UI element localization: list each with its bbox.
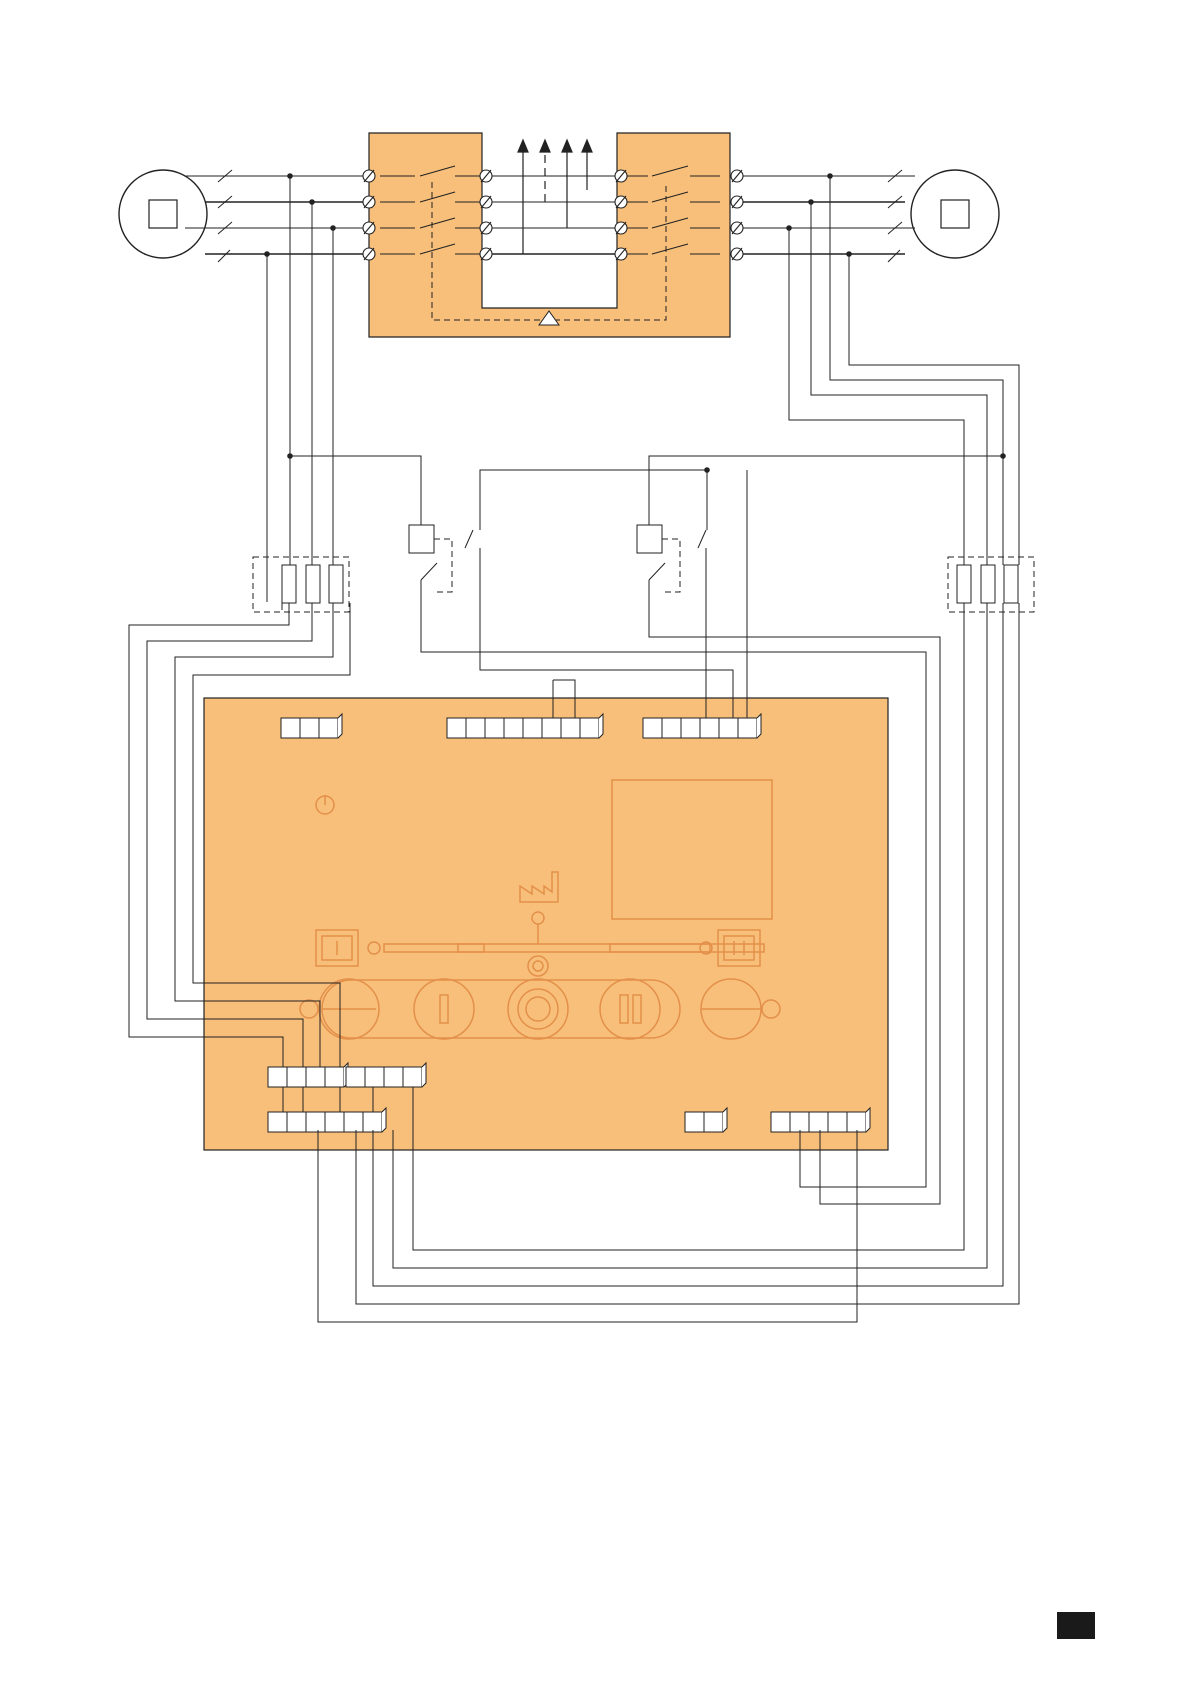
right-fuse-block xyxy=(948,557,1034,612)
bottom-terminal-block-2-cell xyxy=(384,1067,403,1087)
bottom-terminal-block-5-cell xyxy=(847,1112,866,1132)
bottom-terminal-block-4-cell xyxy=(704,1112,723,1132)
bottom-terminal-block-4-edge xyxy=(723,1108,727,1132)
bottom-terminal-block-3-cell xyxy=(306,1112,325,1132)
bottom-terminal-block-4-cell xyxy=(685,1112,704,1132)
source-1-symbol xyxy=(119,170,207,258)
bottom-terminal-block-1-cell xyxy=(306,1067,325,1087)
top-terminal-block-2-cell xyxy=(447,718,466,738)
bottom-terminal-block-2-edge xyxy=(422,1063,426,1087)
relay-right xyxy=(637,525,706,592)
bottom-terminal-block-5-cell xyxy=(828,1112,847,1132)
bottom-terminal-block-1-cell xyxy=(268,1067,287,1087)
top-terminal-block-3-cell xyxy=(681,718,700,738)
top-terminal-block-2-cell xyxy=(466,718,485,738)
bottom-terminal-block-1-cell xyxy=(287,1067,306,1087)
bottom-terminal-block-3-cell xyxy=(344,1112,363,1132)
bottom-terminal-block-1-cell xyxy=(325,1067,344,1087)
top-terminal-block-1-cell xyxy=(281,718,300,738)
bottom-terminal-block-2-cell xyxy=(365,1067,384,1087)
bottom-terminal-block-5-cell xyxy=(790,1112,809,1132)
top-terminal-block-1-edge xyxy=(338,714,342,738)
top-terminal-block-2-cell xyxy=(485,718,504,738)
load-output-arrows xyxy=(518,140,592,254)
bottom-terminal-block-3-cell xyxy=(325,1112,344,1132)
top-terminal-block-2-cell xyxy=(523,718,542,738)
top-terminal-block-1-cell xyxy=(300,718,319,738)
top-terminal-block-2-cell xyxy=(542,718,561,738)
relay-left xyxy=(409,525,473,592)
phase-tick-marks xyxy=(218,170,902,262)
source-2-symbol xyxy=(911,170,999,258)
top-terminal-block-2-cell xyxy=(504,718,523,738)
top-terminal-block-1-cell xyxy=(319,718,338,738)
top-terminal-block-3-cell xyxy=(719,718,738,738)
top-terminal-block-3-cell xyxy=(662,718,681,738)
switch-module xyxy=(369,133,730,337)
bottom-terminal-block-2-cell xyxy=(346,1067,365,1087)
bottom-terminal-block-3-cell xyxy=(363,1112,382,1132)
top-terminal-block-3-edge xyxy=(757,714,761,738)
bottom-terminal-block-5-edge xyxy=(866,1108,870,1132)
bottom-terminal-block-3-cell xyxy=(268,1112,287,1132)
main-busbars xyxy=(185,176,915,254)
top-terminal-block-3-cell xyxy=(643,718,662,738)
bottom-terminal-block-3-cell xyxy=(287,1112,306,1132)
top-terminal-block-2-cell xyxy=(561,718,580,738)
top-terminal-block-3-cell xyxy=(738,718,757,738)
bottom-terminal-block-5-cell xyxy=(771,1112,790,1132)
top-terminal-block-3-cell xyxy=(700,718,719,738)
page-marker xyxy=(1057,1612,1095,1639)
bottom-terminal-block-3-edge xyxy=(382,1108,386,1132)
top-terminal-block-2-edge xyxy=(599,714,603,738)
bottom-terminal-block-5-cell xyxy=(809,1112,828,1132)
bottom-terminal-block-2-cell xyxy=(403,1067,422,1087)
top-terminal-block-2-cell xyxy=(580,718,599,738)
